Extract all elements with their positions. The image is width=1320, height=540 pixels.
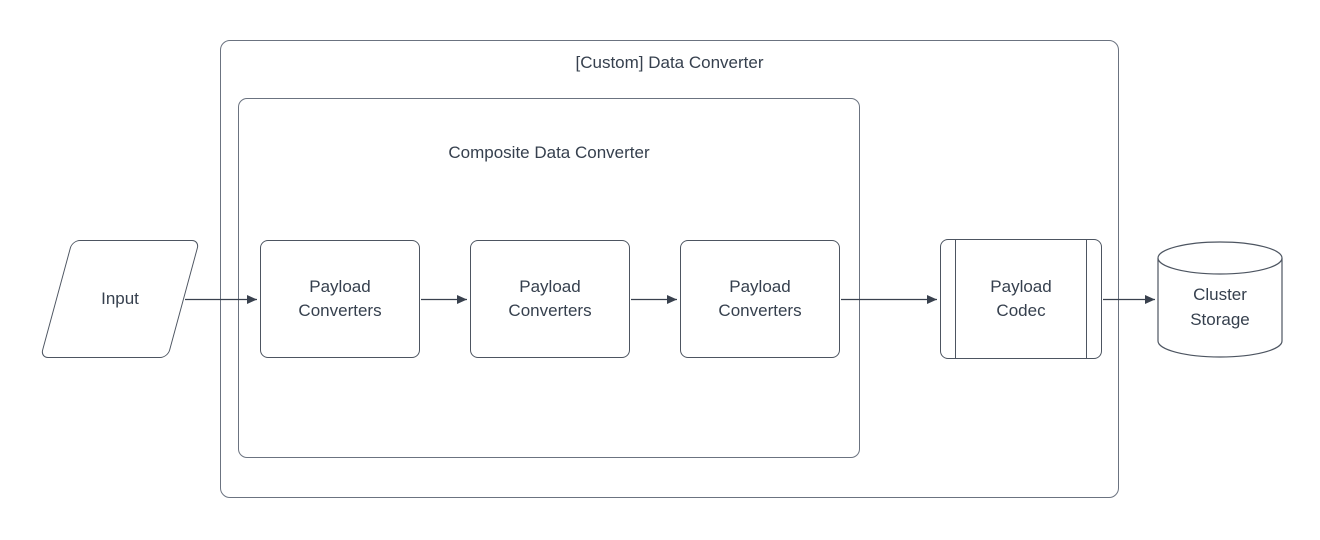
codec-right-bar [1086,240,1087,358]
composite-data-converter-label: Composite Data Converter [448,143,650,162]
payload-converters-label-2: Payload Converters [508,277,592,320]
payload-codec-label: Payload Codec [990,277,1052,320]
payload-converters-label-1: Payload Converters [298,277,382,320]
cluster-storage-cylinder [1157,241,1283,358]
input-label: Input [101,289,139,308]
codec-left-bar [955,240,956,358]
custom-data-converter-label: [Custom] Data Converter [575,53,764,72]
payload-codec-box: Payload Codec [940,239,1102,359]
cylinder-top [1157,241,1283,275]
cylinder-body [1157,258,1283,358]
payload-converters-box-1: Payload Converters [260,240,420,358]
payload-converters-box-2: Payload Converters [470,240,630,358]
payload-converters-box-3: Payload Converters [680,240,840,358]
payload-converters-label-3: Payload Converters [718,277,802,320]
composite-data-converter-container [238,98,860,458]
cluster-storage-label: Cluster Storage [1190,285,1250,329]
custom-data-converter-container [220,40,1119,498]
